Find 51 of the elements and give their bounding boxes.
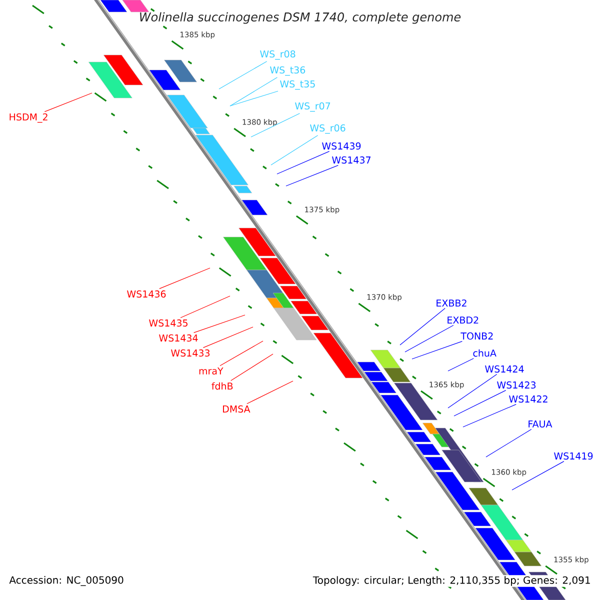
leader-line <box>276 151 330 174</box>
leader-line <box>270 135 318 166</box>
gene-label: EXBD2 <box>448 316 478 324</box>
title: Wolinella succinogenes DSM 1740, complete genome <box>140 12 461 24</box>
footer-text: Accession: NC_005090 <box>9 576 124 586</box>
leader-line <box>462 404 516 428</box>
gene-label: mraY <box>199 367 224 375</box>
leader-line <box>448 374 498 408</box>
leader-line <box>230 77 278 106</box>
gene-label: FAUA <box>528 420 552 428</box>
gene-label: HSDM_2 <box>10 113 48 123</box>
leader-line <box>180 296 230 318</box>
leader-line <box>230 354 274 381</box>
gene-label: EXBB2 <box>436 299 466 307</box>
gene-label: WS1436 <box>127 290 166 298</box>
gene-label: WS1439 <box>322 142 361 150</box>
leader-line <box>454 390 506 416</box>
gene-label: WS1419 <box>554 452 593 460</box>
leader-line <box>194 314 246 333</box>
gene-label: WS_t36 <box>270 66 306 76</box>
leader-line <box>44 92 92 112</box>
gene-label: TONB2 <box>460 332 493 340</box>
leader-line <box>512 461 564 490</box>
leader-line <box>218 61 268 90</box>
leader-line <box>486 428 532 458</box>
leader-line <box>412 341 462 360</box>
gene-label: WS_t35 <box>280 80 315 90</box>
leader-line <box>286 165 338 186</box>
leader-line <box>230 90 278 106</box>
gene-label: WS1423 <box>497 381 536 389</box>
leader-line <box>202 326 254 348</box>
leader-line <box>159 268 210 289</box>
footer-text: Topology: circular; Length: 2,110,355 bp; Genes: 2,091 <box>312 575 592 587</box>
gene-label: WS_r06 <box>310 124 346 134</box>
gene-label: WS1435 <box>149 319 188 327</box>
leader-line <box>220 340 264 366</box>
gene-label: WS1424 <box>485 365 524 373</box>
gene-label: WS1434 <box>159 334 198 342</box>
gene-label: WS1433 <box>171 349 210 357</box>
leader-line <box>246 380 294 404</box>
leader-line <box>404 324 454 352</box>
gene-label: WS1422 <box>509 395 548 403</box>
gene-label: WS_r08 <box>260 50 296 60</box>
leader-line <box>448 358 474 372</box>
gene-label: fdhB <box>212 382 233 390</box>
leader-line <box>400 308 446 346</box>
leader-line <box>250 113 300 138</box>
gene-label: WS1437 <box>332 156 370 164</box>
gene-label: WS_r07 <box>295 102 330 112</box>
gene-label: chuA <box>473 349 496 357</box>
gene-label: DMSA <box>223 405 250 413</box>
